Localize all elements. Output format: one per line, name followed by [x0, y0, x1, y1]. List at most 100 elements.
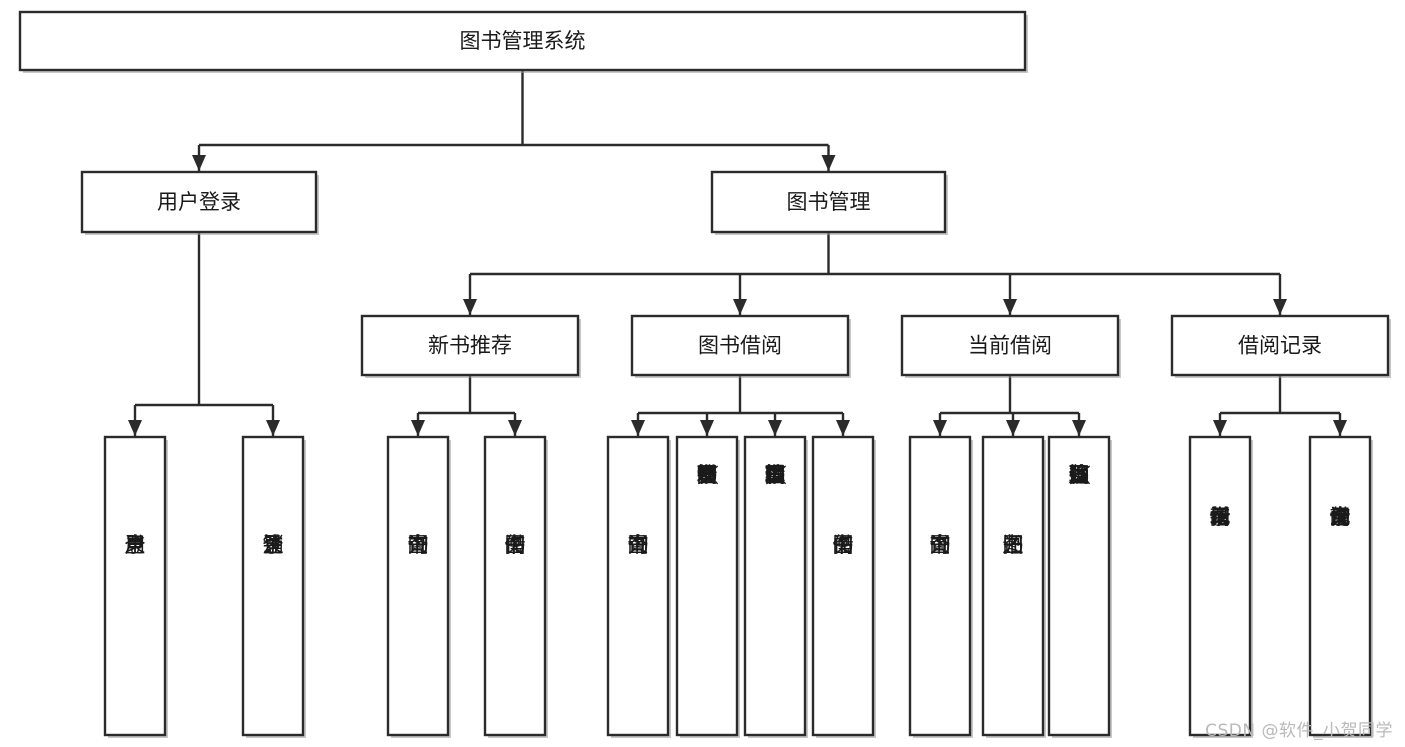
node-label-char: ）: [1067, 464, 1091, 485]
node-label-char: 用: [125, 533, 146, 557]
node-label-char: 登: [263, 533, 284, 557]
arrow-head: [700, 420, 714, 436]
node-label-char: 增: [697, 463, 718, 487]
arrow-head: [1003, 299, 1017, 315]
node-label: 借阅记录: [1238, 334, 1322, 358]
arrow-head: [1273, 299, 1287, 315]
node-label: 当前借阅: [968, 334, 1052, 358]
arrow-head: [266, 420, 280, 436]
node-label-char: 员: [765, 463, 786, 487]
node-label-char: 阅: [1330, 505, 1351, 529]
node-label-char: 借: [1330, 505, 1351, 529]
node-label-char: 归: [1069, 463, 1090, 487]
node-box: [710, 170, 947, 234]
node-label-char: 书: [505, 533, 526, 557]
node-borrow-record[interactable]: 借阅记录: [1170, 314, 1391, 378]
node-label: 用户登录: [157, 190, 241, 214]
node-book-borrow[interactable]: 图书借阅: [630, 314, 851, 378]
node-label-char: 书: [697, 463, 718, 487]
node-box: [811, 435, 875, 737]
node-label-char: 登: [125, 533, 146, 557]
arrow-head: [411, 420, 425, 436]
arrow-head: [1072, 420, 1086, 436]
node-box: [1170, 314, 1390, 377]
node-label-char: 询: [930, 533, 951, 557]
node-box: [1047, 435, 1111, 737]
node-label-char: （: [1067, 464, 1091, 485]
node-label-char: 借: [833, 533, 854, 557]
node-label-char: 理: [697, 463, 718, 487]
node-label-char: 编: [765, 463, 786, 487]
node-box: [360, 314, 580, 377]
node-book-manage[interactable]: 图书管理: [710, 170, 948, 235]
node-label-char: 借: [1210, 505, 1231, 529]
node-current-borrow[interactable]: 当前借阅: [900, 314, 1121, 378]
node-label-char: 询: [628, 533, 649, 557]
node-box: [80, 170, 318, 234]
connectors-layer: [128, 70, 1347, 436]
node-label-char: ）: [763, 464, 787, 485]
node-label-char: 户: [125, 533, 146, 557]
node-label-char: 管: [765, 463, 786, 487]
node-box: [1188, 435, 1252, 737]
node-box: [386, 435, 450, 737]
node-label-char: 新: [697, 463, 718, 487]
node-label-char: 图: [765, 463, 786, 487]
node-new-book-recommend[interactable]: 新书推荐: [360, 314, 581, 378]
node-label-char: 图: [930, 533, 951, 557]
nodes-layer: 图书管理系统用户登录图书管理新书推荐图书借阅当前借阅借阅记录用户登录注销登录查询…: [18, 10, 1391, 738]
node-label-char: 认: [1069, 463, 1090, 487]
arrow-head: [463, 299, 477, 315]
node-label-char: 销: [263, 533, 284, 557]
node-label-char: 阅: [833, 533, 854, 557]
node-label-char: 还: [1069, 463, 1090, 487]
arrow-head: [1333, 420, 1347, 436]
node-label-char: ）: [695, 464, 719, 485]
arrow-head: [1006, 420, 1020, 436]
node-label-char: 借: [505, 533, 526, 557]
node-root-图书管理系统[interactable]: 图书管理系统: [18, 10, 1028, 73]
node-label: 图书管理系统: [460, 29, 586, 53]
node-label-char: 阅: [505, 533, 526, 557]
node-label-char: 录: [1330, 505, 1351, 529]
node-label-char: 记: [1330, 505, 1351, 529]
node-label-char: （: [763, 464, 787, 485]
arrow-head: [933, 420, 947, 436]
node-user-login[interactable]: 用户登录: [80, 170, 319, 235]
node-label-char: 查: [930, 533, 951, 557]
node-box: [1308, 435, 1372, 737]
node-box: [103, 435, 167, 737]
node-label-char: 查: [1330, 505, 1351, 529]
watermark-label: CSDN @软件_小贺同学: [1205, 721, 1393, 741]
node-label-char: 管: [1069, 463, 1090, 487]
node-label-char: 查: [628, 533, 649, 557]
arrow-head: [192, 155, 206, 171]
node-label-char: 查: [408, 533, 429, 557]
node-box: [483, 435, 547, 737]
node-label-char: 阅: [1210, 505, 1231, 529]
node-box: [908, 435, 972, 737]
node-box: [743, 435, 807, 737]
arrow-head: [1213, 420, 1227, 436]
node-leaf-user-login[interactable]: 用户登录: [103, 435, 168, 738]
node-label-char: 理: [765, 463, 786, 487]
node-label-char: 新: [1210, 505, 1231, 529]
node-label-char: 员: [697, 463, 718, 487]
node-label-char: （: [695, 464, 719, 485]
arrow-head: [768, 420, 782, 436]
node-label-char: 书: [408, 533, 429, 557]
node-box: [630, 314, 850, 377]
